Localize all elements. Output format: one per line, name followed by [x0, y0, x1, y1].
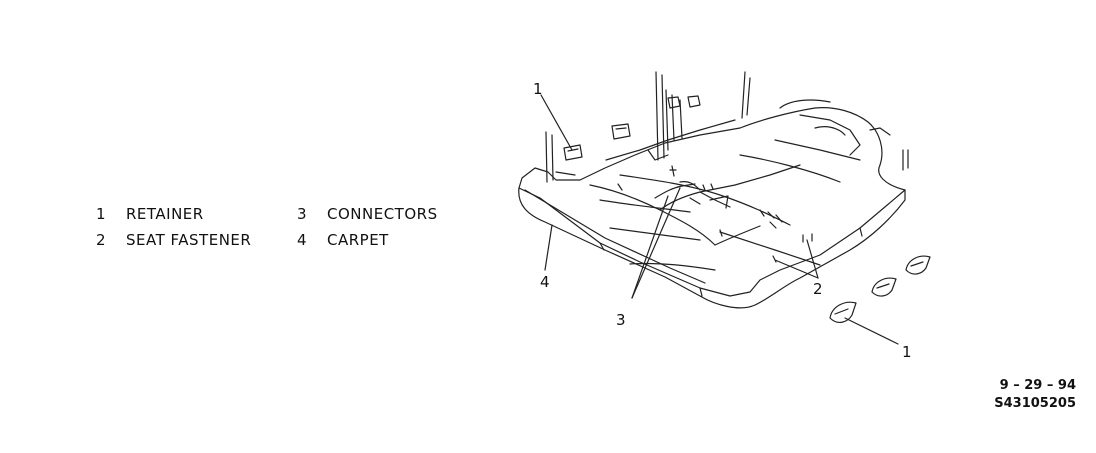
- legend-number: 4: [297, 231, 308, 249]
- legend-item-carpet: 4 CARPET: [297, 231, 389, 249]
- callout-retainer-bottom: 1: [902, 343, 912, 361]
- leader-lines: [540, 94, 899, 345]
- legend-label: SEAT FASTENER: [126, 231, 252, 249]
- retainer-installed: [563, 95, 701, 161]
- rear-floor: [779, 99, 909, 171]
- legend-label: CARPET: [327, 231, 389, 249]
- left-pillar: [545, 71, 751, 183]
- retainer-loose: [829, 255, 931, 324]
- legend-item-seat-fastener: 2 SEAT FASTENER: [96, 231, 251, 249]
- callout-carpet: 4: [540, 273, 550, 291]
- carpet-tunnel: [589, 164, 801, 246]
- legend-label: CONNECTORS: [327, 205, 438, 223]
- legend-number: 2: [96, 231, 107, 249]
- connector-parts: [617, 165, 813, 263]
- callout-connectors: 3: [616, 311, 626, 329]
- legend-label: RETAINER: [126, 205, 204, 223]
- carpet-outline: [518, 107, 906, 309]
- floor-creases: [599, 139, 861, 271]
- legend-number: 1: [96, 205, 107, 223]
- legend-item-connectors: 3 CONNECTORS: [297, 205, 438, 223]
- diagram-code: S43105205: [994, 396, 1076, 411]
- callout-seat-fastener: 2: [813, 280, 823, 298]
- legend-number: 3: [297, 205, 308, 223]
- legend-item-retainer: 1 RETAINER: [96, 205, 204, 223]
- callout-retainer-top: 1: [533, 80, 543, 98]
- diagram-date: 9 – 29 – 94: [999, 378, 1076, 393]
